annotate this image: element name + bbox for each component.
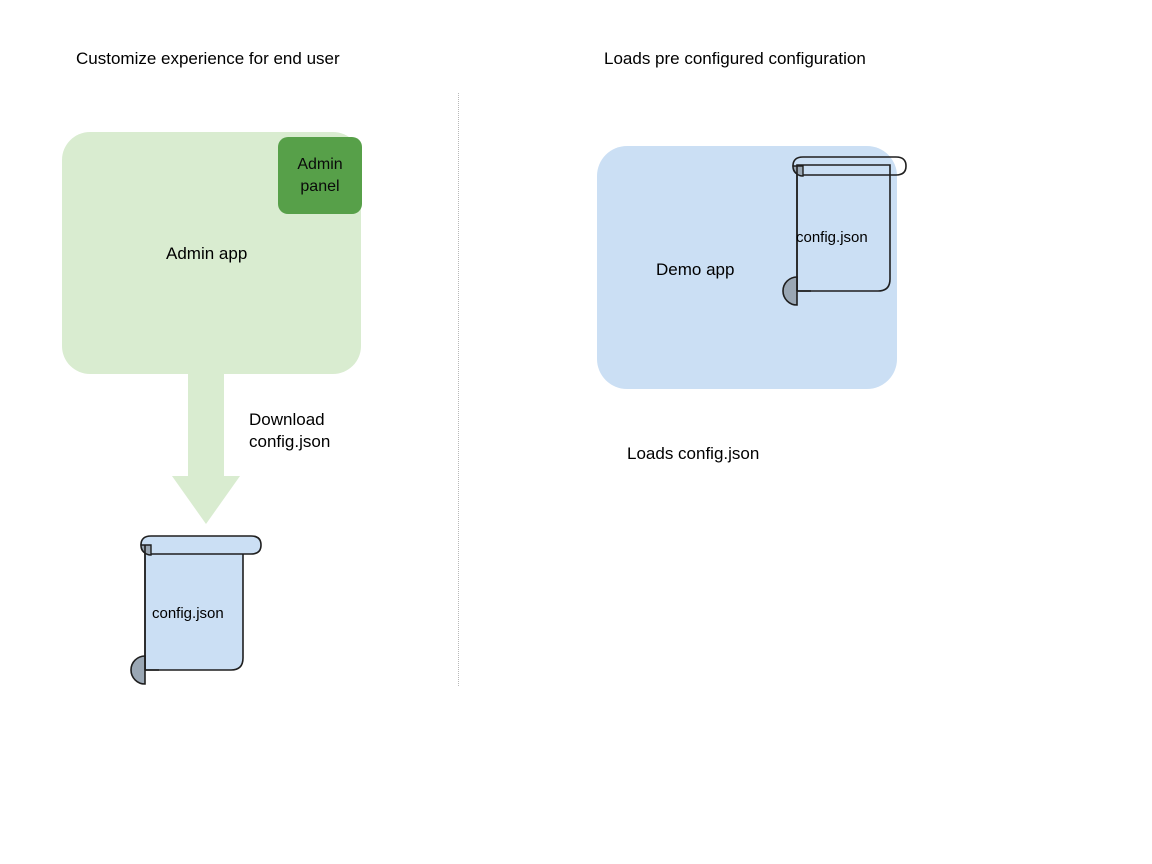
config-json-scroll-left [130, 535, 262, 685]
admin-panel-label: Admin panel [297, 155, 343, 195]
config-json-label-right: config.json [796, 229, 868, 246]
admin-panel-button[interactable]: Admin panel [278, 137, 362, 214]
left-column-heading: Customize experience for end user [76, 49, 340, 68]
right-column-heading: Loads pre configured configuration [604, 49, 866, 68]
loads-config-caption: Loads config.json [627, 444, 760, 463]
column-divider [458, 93, 459, 686]
demo-app-container [597, 146, 897, 389]
download-arrow-label: Download config.json [249, 410, 331, 451]
admin-app-label: Admin app [166, 244, 248, 263]
config-json-scroll-right [782, 156, 907, 306]
demo-app-label: Demo app [656, 260, 735, 279]
download-arrow-icon [172, 368, 240, 524]
config-json-label-left: config.json [152, 605, 224, 622]
